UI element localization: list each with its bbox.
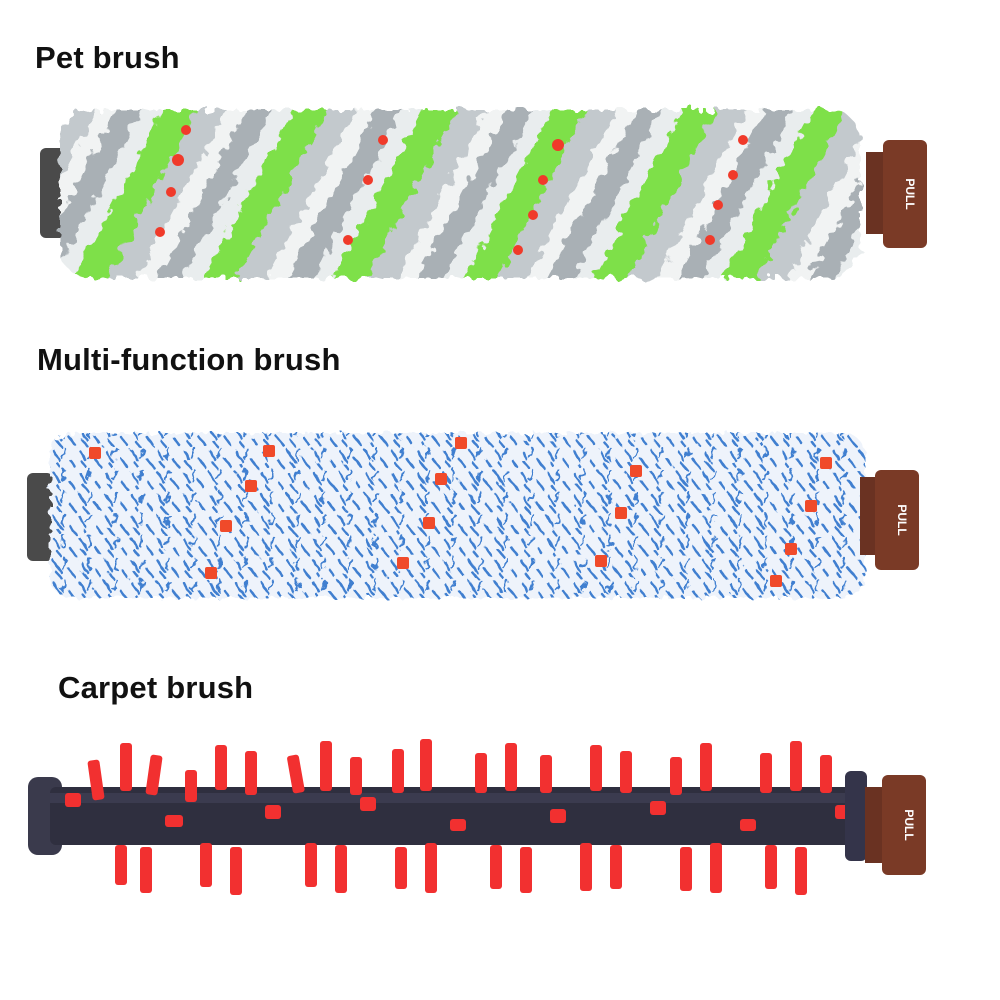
pull-end-cap-icon: PULL bbox=[860, 470, 919, 570]
multi-function-brush-image: PULL bbox=[25, 425, 935, 605]
pet-brush-label: Pet brush bbox=[35, 40, 180, 75]
carpet-brush-label: Carpet brush bbox=[58, 670, 254, 705]
pet-brush-image: PULL bbox=[38, 100, 938, 290]
svg-text:PULL: PULL bbox=[903, 178, 917, 209]
svg-text:PULL: PULL bbox=[895, 504, 909, 535]
pull-end-cap-icon: PULL bbox=[865, 775, 926, 875]
svg-text:PULL: PULL bbox=[902, 809, 916, 840]
pull-end-cap-icon: PULL bbox=[866, 140, 927, 248]
carpet-brush-image: PULL bbox=[20, 735, 935, 900]
multi-function-brush-label: Multi-function brush bbox=[37, 342, 341, 377]
